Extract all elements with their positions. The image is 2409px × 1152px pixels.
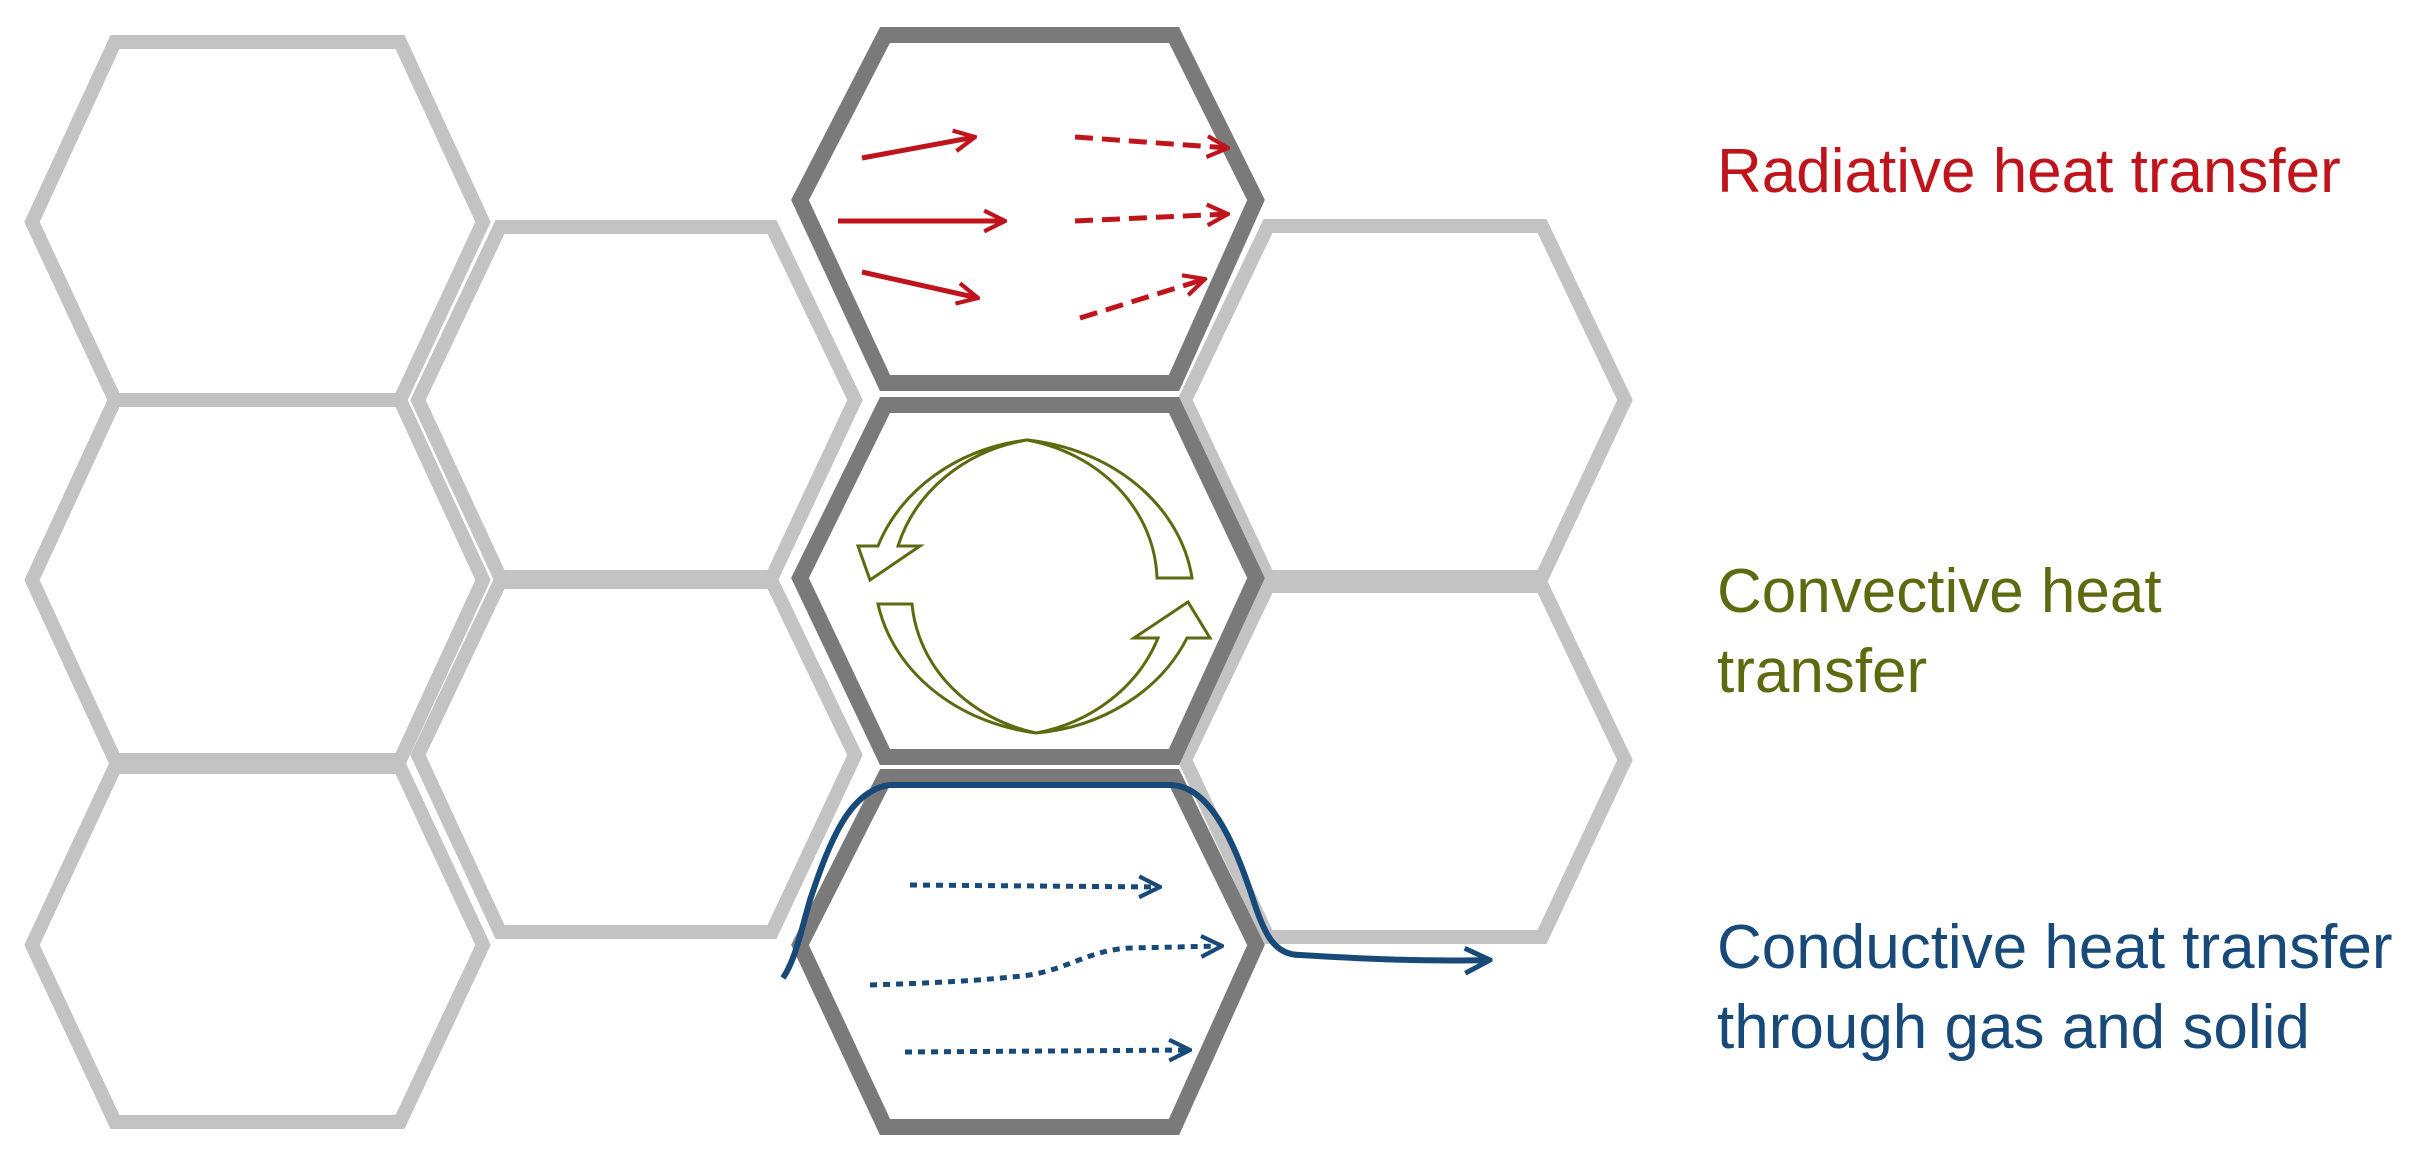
cell-left-bottom xyxy=(24,760,491,1129)
convective-loop-icon xyxy=(855,438,1213,735)
conductive-solid-path xyxy=(780,782,1490,980)
conductive-dotted-arrow xyxy=(869,946,1222,988)
label-convective: Convective heat transfer xyxy=(1717,557,2162,706)
cell-left-middle xyxy=(24,393,491,767)
conductive-dotted-arrow xyxy=(904,1050,1190,1052)
cell-second-upper xyxy=(410,220,863,584)
radiative-arrow-dashed xyxy=(1079,279,1205,321)
radiative-arrow-solid xyxy=(861,137,975,161)
cell-right-upper xyxy=(1177,219,1633,584)
conductive-dotted-arrow xyxy=(909,885,1160,887)
cell-left-top xyxy=(24,35,491,407)
convective-arrow-lower-right xyxy=(1035,599,1213,735)
convective-arrow-lower-left xyxy=(876,602,1037,735)
cell-convective xyxy=(791,397,1265,765)
central-cells xyxy=(791,27,1265,1135)
label-radiative: Radiative heat transfer xyxy=(1717,137,2341,206)
convective-arrow-upper xyxy=(1026,438,1194,580)
radiative-arrow-dashed xyxy=(1074,137,1228,148)
label-conductive: Conductive heat transfer through gas and… xyxy=(1717,913,2393,1062)
convective-arrow-upper-left xyxy=(855,438,1028,583)
radiative-arrows xyxy=(838,137,1228,321)
background-cells xyxy=(24,35,1633,1129)
radiative-arrow-solid xyxy=(861,269,978,298)
radiative-arrow-dashed xyxy=(1074,214,1228,221)
conductive-arrows xyxy=(780,782,1490,1052)
cell-conductive xyxy=(791,769,1265,1135)
cell-second-lower xyxy=(410,575,863,939)
cell-radiative xyxy=(791,27,1265,391)
